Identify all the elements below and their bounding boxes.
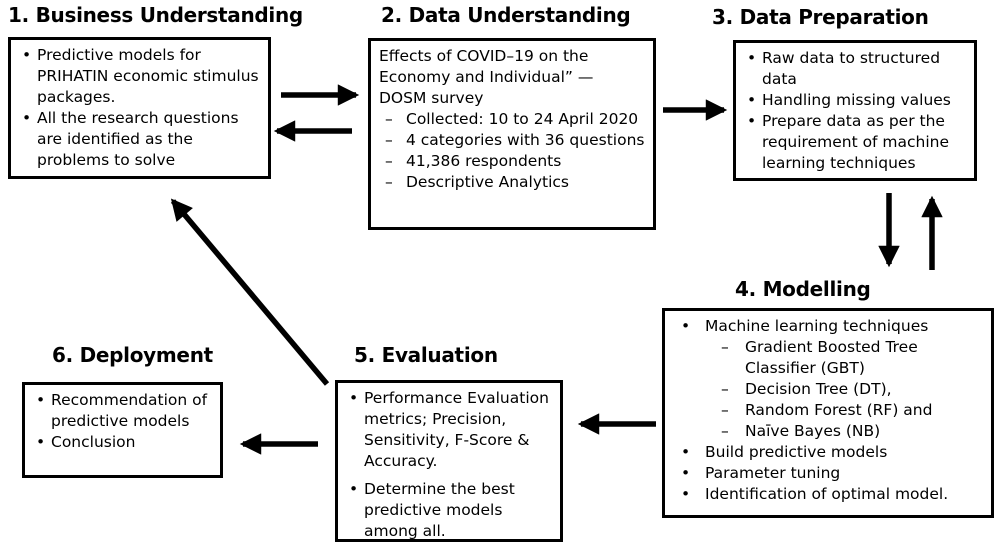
stage-title-modelling: 4. Modelling <box>735 277 871 301</box>
list-item: –Naīve Bayes (NB) <box>673 421 983 442</box>
stage-box-business-understanding: • Predictive models for PRIHATIN economic… <box>8 37 271 179</box>
item-text: Gradient Boosted Tree Classifier (GBT) <box>745 338 918 377</box>
stage-title-data-preparation: 3. Data Preparation <box>712 5 929 29</box>
stage-box-data-preparation: • Raw data to structured data • Handling mi… <box>733 40 977 181</box>
item-text: Determine the best predictive models amo… <box>364 480 515 540</box>
list-item: –Decision Tree (DT), <box>673 379 983 400</box>
bullet-marker: • <box>681 485 691 503</box>
list-item: • Predictive models for PRIHATIN economic… <box>19 45 260 108</box>
list-item: • Raw data to structured data <box>744 48 966 90</box>
item-text: Build predictive models <box>705 443 888 461</box>
stage-title-deployment: 6. Deployment <box>52 343 213 367</box>
item-text: Identification of optimal model. <box>705 485 949 503</box>
list-item: • All the research questions are identifi… <box>19 108 260 171</box>
item-text: Performance Evaluation metrics; Precisio… <box>364 389 549 470</box>
item-text: Collected: 10 to 24 April 2020 <box>406 110 639 128</box>
item-text: Raw data to structured data <box>762 49 941 88</box>
list-item: • Performance Evaluation metrics; Precisi… <box>346 388 552 472</box>
list-item: • Recommendation of predictive models <box>33 390 212 432</box>
list-item: • Prepare data as per the requirement of … <box>744 111 966 174</box>
bullet-marker: • <box>36 433 46 451</box>
item-text: Effects of COVID–19 on the Economy and I… <box>379 47 594 107</box>
dash-marker: – <box>721 422 729 440</box>
bullet-marker: • <box>681 317 691 335</box>
stage-box-deployment: • Recommendation of predictive models • Con… <box>22 382 223 478</box>
item-text: Recommendation of predictive models <box>51 391 208 430</box>
list-item: • Conclusion <box>33 432 212 453</box>
list-item: –Descriptive Analytics <box>379 172 645 193</box>
stage-title-business-understanding: 1. Business Understanding <box>8 3 303 27</box>
bullet-marker: • <box>681 464 691 482</box>
list-item: • Build predictive models <box>673 442 983 463</box>
list-item: • Identification of optimal model. <box>673 484 983 505</box>
bullet-marker: • <box>349 389 359 407</box>
list-item: • Machine learning techniques <box>673 316 983 337</box>
bullet-marker: • <box>681 443 691 461</box>
bullet-marker: • <box>22 109 32 127</box>
bullet-marker: • <box>22 46 32 64</box>
list-item: Effects of COVID–19 on the Economy and I… <box>379 46 645 109</box>
item-text: Machine learning techniques <box>705 317 929 335</box>
list-item: –4 categories with 36 questions <box>379 130 645 151</box>
bullet-marker: • <box>36 391 46 409</box>
item-text: 41,386 respondents <box>406 152 562 170</box>
dash-marker: – <box>385 173 393 191</box>
dash-marker: – <box>385 110 393 128</box>
list-item: • Determine the best predictive models am… <box>346 479 552 542</box>
list-item: –Collected: 10 to 24 April 2020 <box>379 109 645 130</box>
list-item: • Handling missing values <box>744 90 966 111</box>
bullet-marker: • <box>349 480 359 498</box>
dash-marker: – <box>721 380 729 398</box>
dash-marker: – <box>385 152 393 170</box>
bullet-marker: • <box>747 91 757 109</box>
stage-box-modelling: •Machine learning techniques–Gradient Bo… <box>662 308 994 518</box>
stage-title-data-understanding: 2. Data Understanding <box>381 3 631 27</box>
item-text: Random Forest (RF) and <box>745 401 933 419</box>
dash-marker: – <box>721 338 729 356</box>
item-text: Decision Tree (DT), <box>745 380 892 398</box>
bullet-marker: • <box>747 49 757 67</box>
bullet-marker: • <box>747 112 757 130</box>
list-item: –Random Forest (RF) and <box>673 400 983 421</box>
stage-box-evaluation: • Performance Evaluation metrics; Precisi… <box>335 380 563 542</box>
item-text: Handling missing values <box>762 91 951 109</box>
item-text: Parameter tuning <box>705 464 841 482</box>
dash-marker: – <box>721 401 729 419</box>
stage-box-data-understanding: Effects of COVID–19 on the Economy and I… <box>368 38 656 230</box>
item-text: Descriptive Analytics <box>406 173 569 191</box>
item-text: Conclusion <box>51 433 136 451</box>
item-text: Naīve Bayes (NB) <box>745 422 881 440</box>
stage-title-evaluation: 5. Evaluation <box>354 343 498 367</box>
item-text: Predictive models for PRIHATIN economic … <box>37 46 259 106</box>
list-item: –Gradient Boosted Tree Classifier (GBT) <box>673 337 983 379</box>
item-text: Prepare data as per the requirement of m… <box>762 112 950 172</box>
item-text: All the research questions are identifie… <box>37 109 239 169</box>
dash-marker: – <box>385 131 393 149</box>
list-item: –41,386 respondents <box>379 151 645 172</box>
list-item: • Parameter tuning <box>673 463 983 484</box>
item-text: 4 categories with 36 questions <box>406 131 645 149</box>
